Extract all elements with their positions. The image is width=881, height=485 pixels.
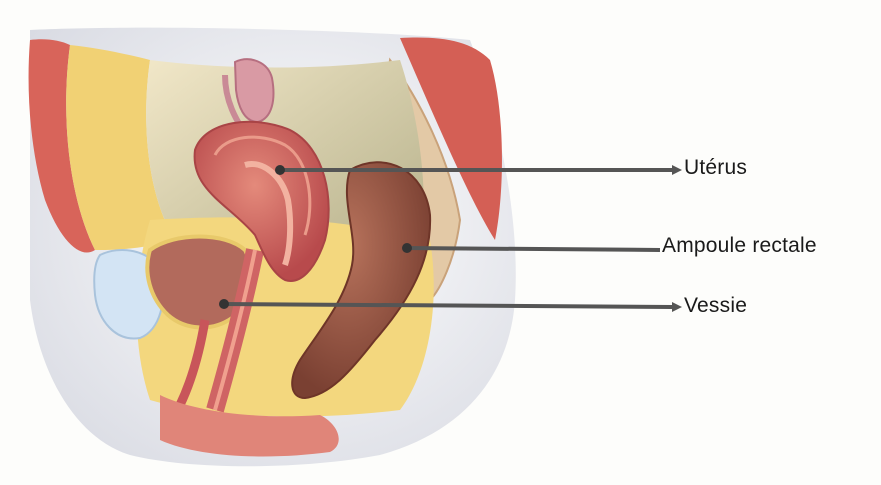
- pointer-dot-rectum: [402, 243, 412, 253]
- pointer-dot-bladder: [219, 299, 229, 309]
- label-rectum: Ampoule rectale: [662, 234, 817, 258]
- arrow-rectum: [405, 248, 660, 250]
- pointer-dot-uterus: [275, 165, 285, 175]
- label-uterus: Utérus: [684, 156, 747, 180]
- arrowhead-uterus: [672, 165, 682, 175]
- label-bladder: Vessie: [684, 294, 747, 318]
- arrowhead-bladder: [672, 302, 682, 312]
